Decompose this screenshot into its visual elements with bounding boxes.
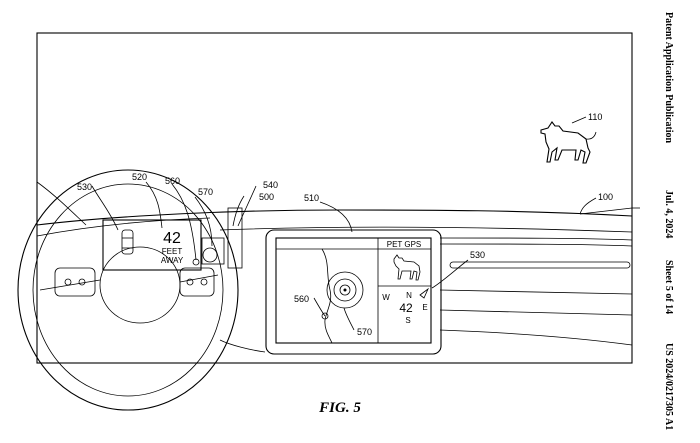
dog-icon xyxy=(540,121,597,164)
compass: N W E S 42 xyxy=(382,287,429,325)
figure-caption: FIG. 5 xyxy=(318,400,361,416)
right-spoke-buttons xyxy=(179,267,215,297)
side-screen xyxy=(227,207,243,269)
location-ring-outer xyxy=(326,271,364,309)
sheet-number: Sheet 5 of 14 xyxy=(663,260,674,314)
ref-label: 570 xyxy=(357,327,372,337)
cluster-side-panel xyxy=(201,237,225,265)
ref-label: 540 xyxy=(263,180,278,190)
location-ring-inner xyxy=(339,284,351,296)
center-display-screen xyxy=(275,237,432,344)
windshield-frame xyxy=(36,32,633,364)
map-view xyxy=(321,248,364,344)
ref-label: 520 xyxy=(132,172,147,182)
cluster-unit-line1: FEET xyxy=(162,247,183,256)
compass-west: W xyxy=(382,293,390,302)
cluster-display xyxy=(102,219,202,271)
patent-header: Patent Application Publication Jul. 4, 2… xyxy=(663,12,674,430)
dashboard-edge xyxy=(36,209,633,226)
direction-arrow-icon xyxy=(419,287,429,299)
steering-wheel xyxy=(17,169,239,411)
ref-label: 570 xyxy=(198,187,213,197)
air-vent xyxy=(449,261,631,269)
pet-location-dot xyxy=(343,288,347,292)
ref-label: 530 xyxy=(77,182,92,192)
location-ring-middle xyxy=(333,278,357,302)
cluster-unit-line2: AWAY xyxy=(161,256,184,265)
cluster-distance: 42 xyxy=(163,230,181,247)
ref-label: 510 xyxy=(304,193,319,203)
ref-label: 530 xyxy=(470,250,485,260)
gps-distance: 42 xyxy=(399,301,413,315)
gps-title: PET GPS xyxy=(387,240,422,249)
ref-label: 110 xyxy=(588,112,602,122)
compass-north: N xyxy=(406,291,412,300)
left-spoke-buttons xyxy=(54,267,96,297)
ref-label: 500 xyxy=(259,192,274,202)
ref-label: 100 xyxy=(598,192,613,202)
center-display-bezel xyxy=(265,229,442,355)
pet-thumbnail-icon xyxy=(393,254,421,281)
publication-number: US 2024/0217305 A1 xyxy=(663,343,674,430)
publication-title: Patent Application Publication xyxy=(663,12,674,144)
compass-south: S xyxy=(405,316,410,325)
ref-label: 560 xyxy=(165,176,180,186)
car-icon xyxy=(121,229,134,255)
side-dial xyxy=(202,247,218,263)
ref-label: 560 xyxy=(294,294,309,304)
compass-east: E xyxy=(422,303,427,312)
publication-date: Jul. 4, 2024 xyxy=(663,190,674,238)
vehicle-location-marker xyxy=(321,312,329,320)
